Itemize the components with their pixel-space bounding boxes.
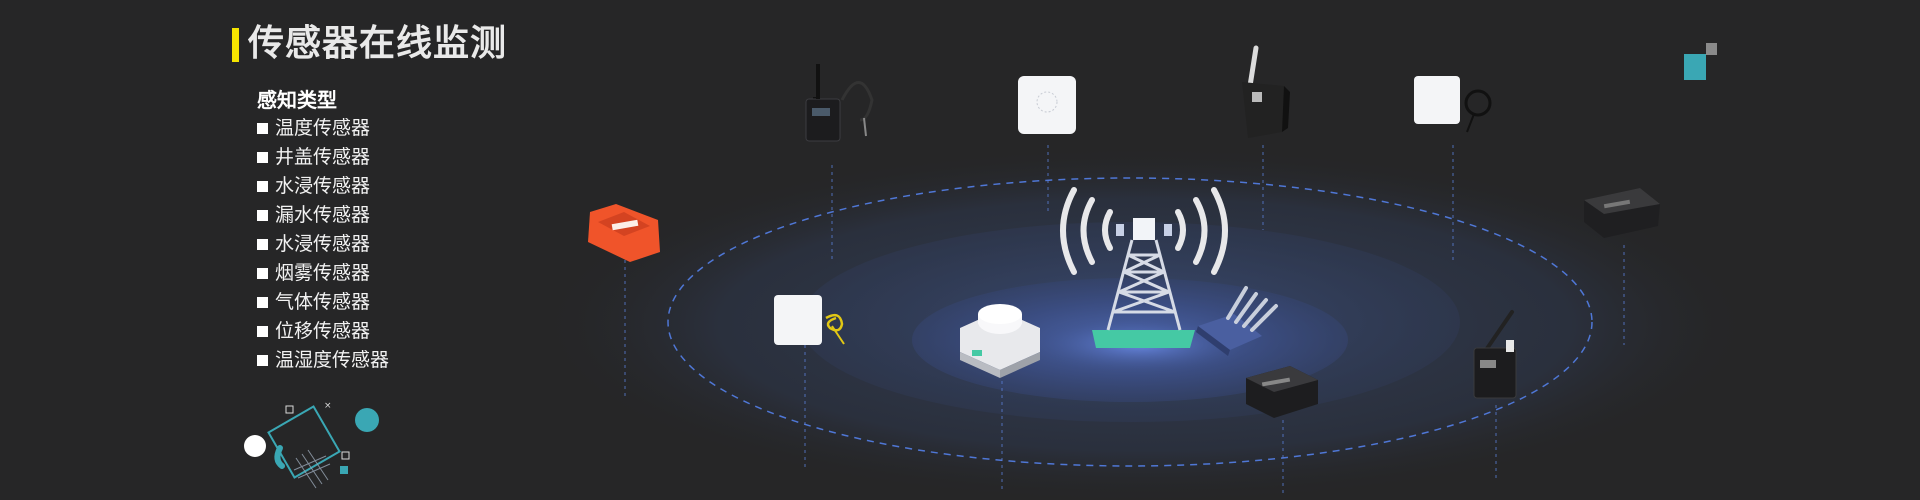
bullet-square-icon xyxy=(257,181,268,192)
list-item: 温湿度传感器 xyxy=(257,346,389,375)
list-item: 水浸传感器 xyxy=(257,172,389,201)
bullet-square-icon xyxy=(257,210,268,221)
bullet-square-icon xyxy=(257,239,268,250)
bullet-square-icon xyxy=(257,123,268,134)
sensor-type-label: 气体传感器 xyxy=(275,291,371,313)
title-accent-bar xyxy=(232,28,239,62)
signal-tower-icon xyxy=(1060,187,1228,348)
bullet-square-icon xyxy=(257,268,268,279)
svg-text:×: × xyxy=(324,401,332,411)
router-icon xyxy=(1196,286,1278,356)
page-title: 传感器在线监测 xyxy=(248,23,508,64)
connector-lines xyxy=(624,145,1625,495)
sensor-type-label: 水浸传感器 xyxy=(275,175,371,197)
list-item: 温度传感器 xyxy=(257,114,389,143)
list-item: 井盖传感器 xyxy=(257,143,389,172)
sensor-type-label: 水浸传感器 xyxy=(275,233,371,255)
black-module-icon xyxy=(1246,366,1318,418)
orange-sensor-icon xyxy=(588,204,660,262)
decorative-illustration-icon: × xyxy=(244,401,379,489)
list-item: 水浸传感器 xyxy=(257,230,389,259)
bullet-square-icon xyxy=(257,326,268,337)
dashed-ring xyxy=(667,177,1593,467)
sensor-type-label: 烟雾传感器 xyxy=(275,262,371,284)
list-item: 烟雾传感器 xyxy=(257,259,389,288)
list-item: 气体传感器 xyxy=(257,288,389,317)
sensor-type-label: 温湿度传感器 xyxy=(275,349,390,371)
sensor-type-label: 温度传感器 xyxy=(275,117,371,139)
sensor-type-list: 温度传感器 井盖传感器 水浸传感器 漏水传感器 水浸传感器 烟雾传感器 气体传感… xyxy=(257,114,389,375)
antenna-terminal-icon xyxy=(1242,45,1290,138)
bullet-square-icon xyxy=(257,152,268,163)
sensor-list-heading: 感知类型 xyxy=(257,88,337,112)
wireless-gateway-icon xyxy=(805,64,874,142)
white-sensor-icon xyxy=(1018,76,1076,134)
probe-sensor-icon xyxy=(1414,76,1492,133)
black-box-icon xyxy=(1584,188,1660,238)
list-item: 漏水传感器 xyxy=(257,201,389,230)
corner-decoration-icon xyxy=(1684,43,1717,80)
sensor-type-label: 井盖传感器 xyxy=(275,146,371,168)
antenna-box-icon xyxy=(1473,310,1517,399)
bullet-square-icon xyxy=(257,297,268,308)
bullet-square-icon xyxy=(257,355,268,366)
sensor-type-label: 位移传感器 xyxy=(275,320,371,342)
smoke-detector-icon xyxy=(960,304,1040,378)
sensor-type-label: 漏水传感器 xyxy=(275,204,371,226)
yellow-cable-sensor-icon xyxy=(774,295,845,345)
list-item: 位移传感器 xyxy=(257,317,389,346)
